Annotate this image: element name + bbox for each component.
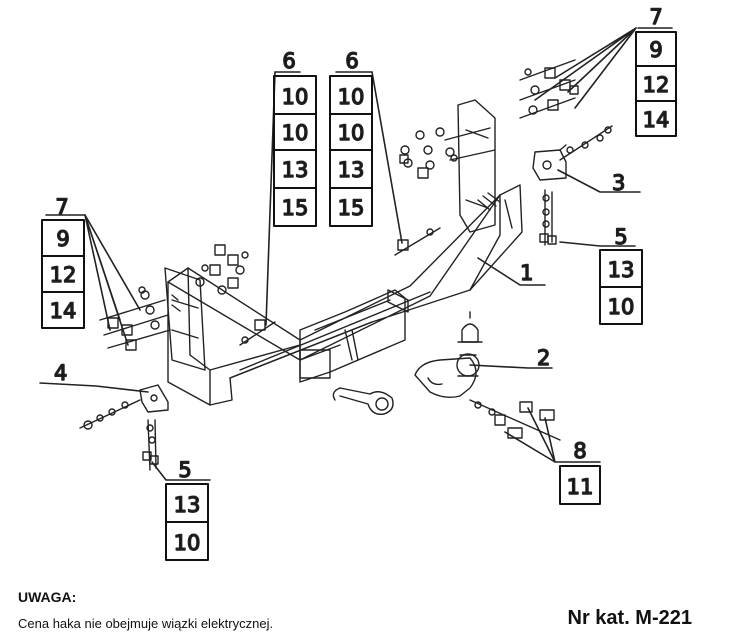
bolt-set-centre-left [239, 319, 276, 346]
tow-ball-neck [414, 353, 480, 399]
callout-f-cell-2: 10 [174, 531, 201, 555]
callout-b-cell-3: 13 [282, 158, 309, 182]
part-label-2: 2 [537, 346, 550, 370]
callout-e: 5 13 10 [607, 224, 635, 319]
callout-c: 6 10 10 13 15 [337, 48, 365, 220]
callout-d-cell-2: 12 [50, 263, 77, 287]
callout-a-cell-3: 14 [643, 108, 670, 132]
callout-a-head: 7 [649, 5, 662, 29]
callout-b-cell-1: 10 [282, 85, 309, 109]
bracket-4 [139, 384, 169, 413]
bolt-set-left [99, 286, 171, 351]
callout-d: 7 9 12 14 [49, 194, 77, 323]
bolt-set-ball [469, 399, 561, 441]
bracket-3 [532, 144, 567, 181]
callout-g-head: 8 [573, 439, 586, 463]
note-title: UWAGA: [18, 589, 77, 605]
callout-f: 5 13 10 [173, 457, 201, 555]
callout-a: 7 9 12 14 [642, 4, 670, 132]
electric-socket [332, 387, 394, 415]
bolt-set-centre [394, 227, 441, 256]
callout-g: 8 11 [566, 438, 594, 499]
callout-frames [41, 31, 677, 561]
callout-d-cell-3: 14 [50, 299, 77, 323]
callout-b-head: 6 [282, 49, 295, 73]
bolt-set-right-vertical [539, 189, 557, 246]
note-text: Cena haka nie obejmuje wiązki elektryczn… [18, 616, 274, 631]
part-label-4: 4 [54, 361, 67, 385]
callout-a-cell-2: 12 [643, 73, 670, 97]
callout-d-head: 7 [55, 195, 68, 219]
tow-bar-crossbeam [164, 99, 523, 406]
callout-f-cell-1: 13 [174, 493, 201, 517]
callout-b-cell-2: 10 [282, 121, 309, 145]
bolt-set-right-lower [559, 125, 613, 161]
part-label-1: 1 [520, 261, 533, 285]
nut-cluster-right [399, 127, 496, 179]
callout-c-cell-3: 13 [338, 158, 365, 182]
callout-e-head: 5 [614, 225, 627, 249]
callout-g-cell-1: 11 [567, 475, 594, 499]
nut-cluster-left [195, 244, 249, 295]
catalog-number: Nr kat. M-221 [567, 607, 693, 629]
callout-c-cell-4: 15 [338, 196, 365, 220]
callout-d-cell-1: 9 [56, 227, 69, 251]
callout-e-cell-2: 10 [608, 295, 635, 319]
leader-lines [39, 27, 673, 481]
callout-c-head: 6 [345, 49, 358, 73]
callout-b-cell-4: 15 [282, 196, 309, 220]
callout-c-cell-2: 10 [338, 121, 365, 145]
part-label-3: 3 [612, 171, 625, 195]
ball-cap [457, 311, 483, 343]
callout-a-cell-1: 9 [649, 38, 662, 62]
callout-e-cell-1: 13 [608, 258, 635, 282]
callout-f-head: 5 [178, 458, 191, 482]
part-labels: 1 2 3 4 [53, 170, 626, 385]
callout-c-cell-1: 10 [338, 85, 365, 109]
callout-b: 6 10 10 13 15 [281, 48, 309, 220]
